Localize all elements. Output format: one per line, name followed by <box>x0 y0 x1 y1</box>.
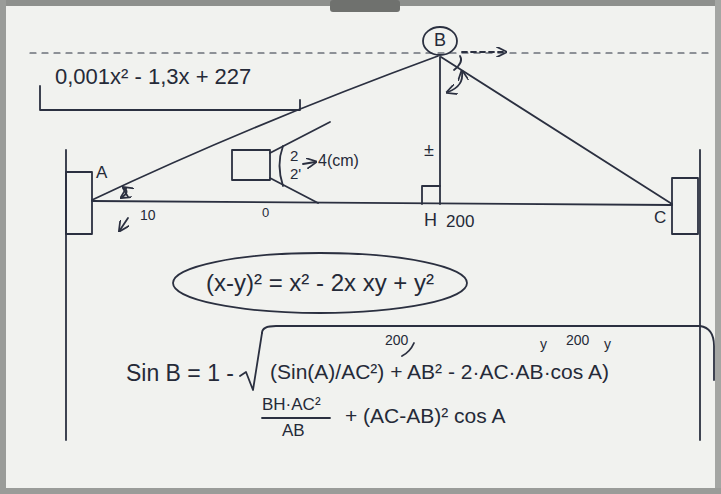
horizon-line <box>30 52 712 53</box>
dimension-label: 10 <box>140 207 156 223</box>
formula-text: + (AC-AB)² cos A <box>345 404 505 428</box>
angle-arc <box>448 72 462 92</box>
angle-a-arrow <box>122 188 127 197</box>
direction-arrow <box>462 51 505 53</box>
equation-text: (x-y)² = x² - 2x xy + y² <box>206 269 434 297</box>
angle-arc <box>454 56 461 70</box>
point-label: H <box>424 210 437 231</box>
board-clip <box>330 0 400 12</box>
point-label: C <box>654 208 666 228</box>
annotation-letter: y <box>540 336 547 352</box>
curve-equation: 0,001x² - 1,3x + 227 <box>55 64 251 89</box>
perpendicular-mark: ± <box>424 140 434 161</box>
line-bc <box>441 57 672 204</box>
angle-label: 2 <box>290 147 298 164</box>
fraction-bar <box>262 417 330 419</box>
height-bh <box>439 57 441 204</box>
point-b-circle <box>423 27 457 55</box>
annotation-letter: y <box>604 336 611 352</box>
sensor-box <box>232 150 270 180</box>
board-frame <box>715 0 721 494</box>
formula-text: AB <box>282 421 305 441</box>
origin-label: 0 <box>262 206 269 221</box>
point-label: B <box>434 30 446 51</box>
angle-label: 2' <box>290 165 301 182</box>
right-block <box>672 178 698 234</box>
sketch-arrow <box>120 218 128 230</box>
formula-bracket <box>40 86 300 110</box>
ellipse-border <box>173 253 467 313</box>
annotation-number: 200 <box>566 332 589 348</box>
size-label: 4(cm) <box>318 152 359 170</box>
baseline-ac <box>92 201 672 205</box>
dimension-label: 200 <box>446 212 474 232</box>
left-block <box>66 172 92 234</box>
leader-line <box>303 162 315 164</box>
right-angle-mark <box>422 186 440 204</box>
root-sign <box>240 333 262 390</box>
right-wall <box>699 150 701 440</box>
view-angle-arc <box>280 146 284 186</box>
formula-text: (Sin(A)/AC²) + AB² - 2·AC·AB·cos A) <box>270 360 609 384</box>
board-frame <box>0 0 6 494</box>
view-ray <box>270 122 330 153</box>
formula-text: BH·AC² <box>262 395 321 415</box>
ellipse-node: (x-y)² = x² - 2x xy + y² <box>171 251 469 315</box>
board-frame <box>0 488 721 494</box>
formula-text: Sin B = 1 - <box>126 360 234 386</box>
annotation-number: 200 <box>385 332 408 348</box>
point-label: A <box>96 163 107 183</box>
